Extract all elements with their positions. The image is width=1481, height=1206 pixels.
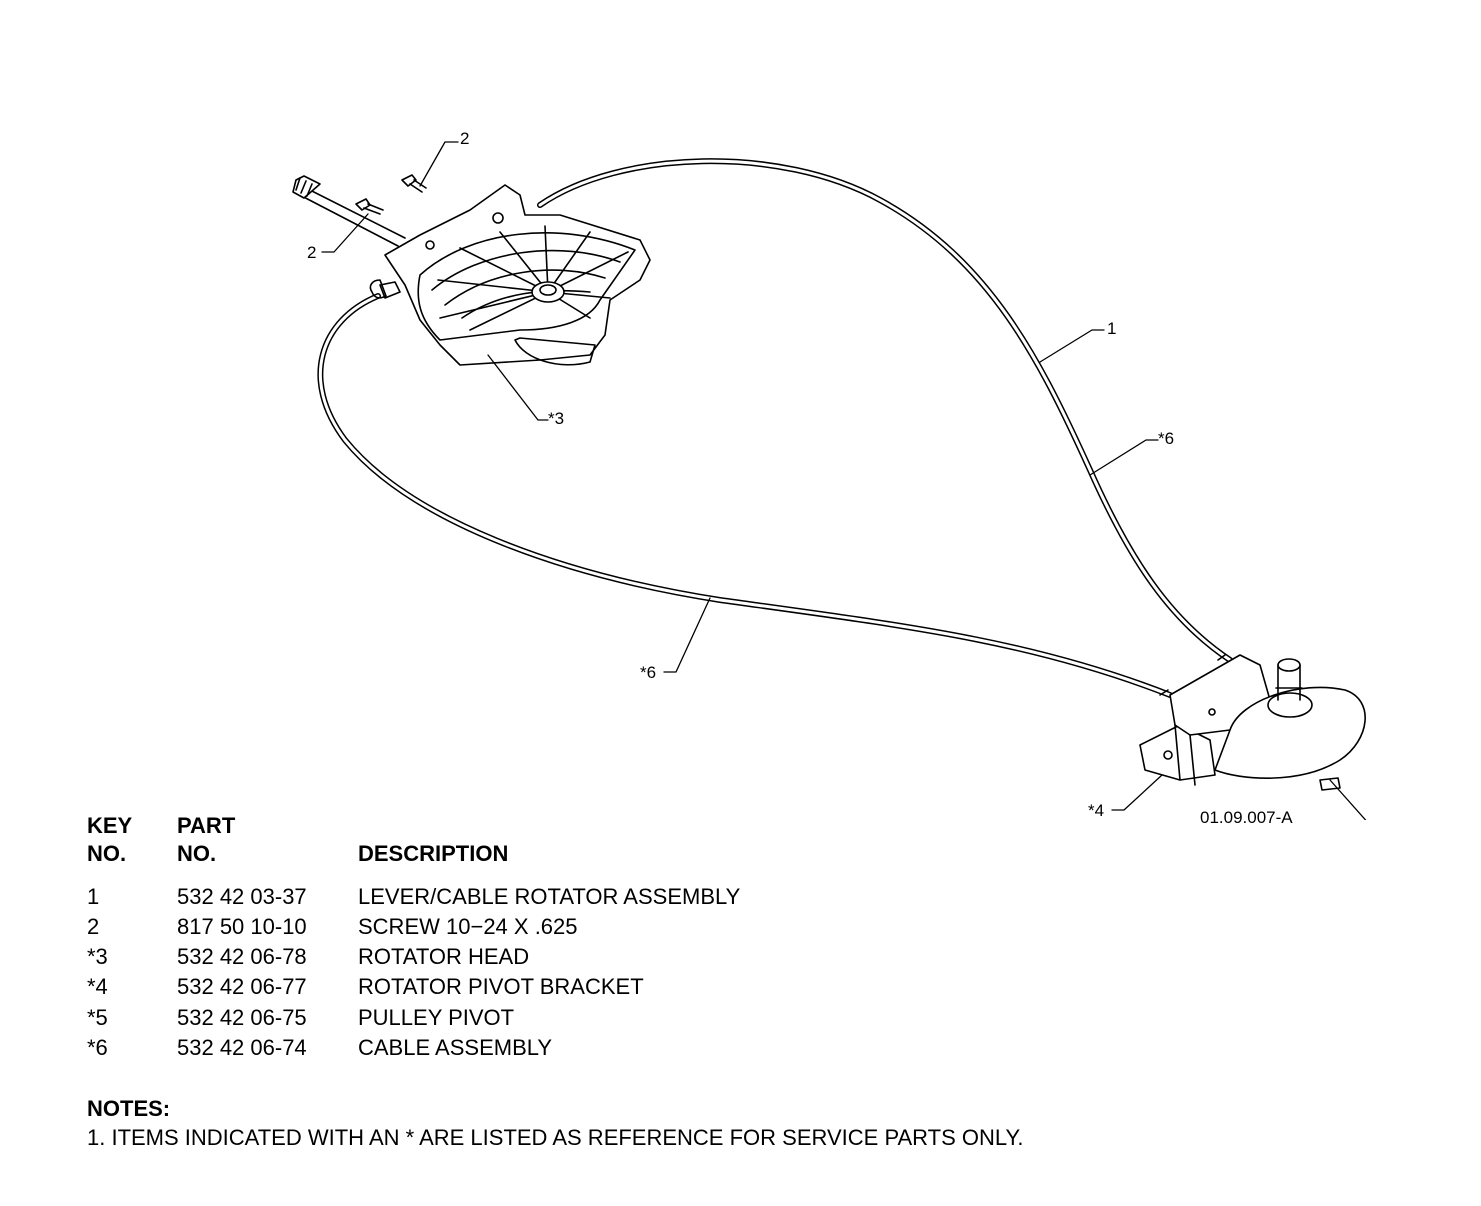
header-part-line2: NO. [177, 841, 217, 866]
row-key: *6 [87, 1035, 108, 1060]
row-key: *3 [87, 944, 108, 969]
screw-top [401, 174, 427, 193]
callout-5: *5 [1386, 817, 1402, 820]
header-key: KEY NO. [87, 812, 132, 868]
table-row: *5 532 42 06-75 PULLEY PIVOT [0, 1005, 900, 1035]
table-row: *6 532 42 06-74 CABLE ASSEMBLY [0, 1035, 900, 1065]
row-part-no: 532 42 06-78 [177, 944, 307, 969]
row-part-no: 817 50 10-10 [177, 914, 307, 939]
screw-left [355, 198, 384, 215]
row-description: CABLE ASSEMBLY [358, 1035, 553, 1060]
row-key: 1 [87, 884, 100, 909]
table-row: 1 532 42 03-37 LEVER/CABLE ROTATOR ASSEM… [0, 884, 900, 914]
callout-1: 1 [1107, 319, 1116, 338]
table-row: 2 817 50 10-10 SCREW 10−24 X .625 [0, 914, 900, 944]
row-description: SCREW 10−24 X .625 [358, 914, 578, 939]
callout-2-top: 2 [460, 129, 469, 148]
row-description: PULLEY PIVOT [358, 1005, 515, 1030]
callout-4: *4 [1088, 801, 1104, 820]
row-part-no: 532 42 06-77 [177, 974, 307, 999]
rotator-head [369, 184, 651, 366]
row-part-no: 532 42 06-74 [177, 1035, 307, 1060]
row-key: *4 [87, 974, 108, 999]
header-key-line1: KEY [87, 813, 133, 838]
row-key: 2 [87, 914, 100, 939]
table-row: *3 532 42 06-78 ROTATOR HEAD [0, 944, 900, 974]
callout-6-upper: *6 [1158, 429, 1174, 448]
callout-2-left: 2 [307, 243, 316, 262]
lever-shaft [292, 175, 406, 247]
header-description: DESCRIPTION [358, 841, 509, 866]
row-part-no: 532 42 06-75 [177, 1005, 307, 1030]
drawing-id: 01.09.007-A [1200, 808, 1293, 827]
row-description: LEVER/CABLE ROTATOR ASSEMBLY [358, 884, 741, 909]
row-description: ROTATOR HEAD [358, 944, 530, 969]
pulley-pivot [1214, 658, 1366, 791]
callout-6-lower: *6 [640, 663, 656, 682]
header-part: PART NO. [177, 812, 235, 868]
callout-3: *3 [548, 409, 564, 428]
table-row: *4 532 42 06-77 ROTATOR PIVOT BRACKET [0, 974, 900, 1004]
leader-lines [321, 141, 1367, 820]
header-part-line1: PART [177, 813, 236, 838]
header-key-line2: NO. [87, 841, 127, 866]
notes-title: NOTES: [87, 1096, 171, 1121]
row-part-no: 532 42 03-37 [177, 884, 307, 909]
note-item: 1. ITEMS INDICATED WITH AN * ARE LISTED … [87, 1125, 1024, 1150]
row-description: ROTATOR PIVOT BRACKET [358, 974, 644, 999]
parts-diagram: 2 2 1 *3 *6 *6 *4 *5 [292, 129, 1402, 820]
cable-assembly [317, 158, 1233, 698]
row-key: *5 [87, 1005, 108, 1030]
